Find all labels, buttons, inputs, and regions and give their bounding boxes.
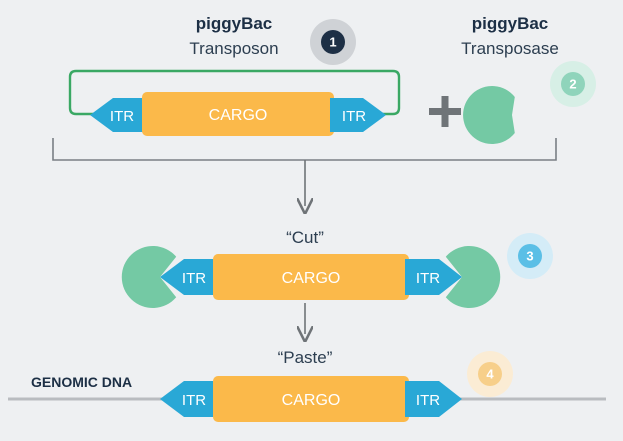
step-badge-4-number: 4	[486, 367, 494, 382]
step-badge-1: 1	[310, 19, 356, 65]
paste-itr-left-shape	[160, 381, 218, 417]
paste-itr-left-label: ITR	[182, 392, 206, 409]
step-badge-2-number: 2	[569, 77, 576, 92]
step-badge-4-inner	[478, 362, 502, 386]
step-badge-3-number: 3	[526, 249, 533, 264]
plus-vertical	[441, 96, 449, 127]
transposon-element: ITR CARGO ITR	[90, 92, 386, 136]
cut-cargo-label: CARGO	[282, 270, 341, 287]
step-badge-2: 2	[550, 61, 596, 107]
transposon-title: Transposon	[189, 39, 278, 58]
cut-label: “Cut”	[286, 228, 324, 247]
transposase-enzyme	[463, 86, 515, 144]
transposase-right-bound	[445, 246, 501, 308]
cut-cargo-box	[213, 254, 409, 300]
inserted-element: ITR CARGO ITR	[160, 376, 462, 422]
cut-itr-right-label: ITR	[416, 270, 440, 287]
plus-sign	[429, 96, 461, 127]
transposase-title-bold: piggyBac	[472, 14, 549, 33]
genomic-dna-label: GENOMIC DNA	[31, 374, 132, 390]
step-badge-4: 4	[467, 351, 513, 397]
step-badge-3-inner	[518, 244, 542, 268]
paste-label: “Paste”	[278, 348, 333, 367]
paste-itr-right-shape	[405, 381, 462, 417]
cut-itr-left-shape	[160, 259, 218, 295]
transposase-left-bound	[121, 246, 177, 308]
vector-loop	[68, 69, 401, 116]
step-badge-3: 3	[507, 233, 553, 279]
step-badge-1-number: 1	[329, 35, 336, 50]
cut-itr-left-label: ITR	[182, 270, 206, 287]
itr-left-label: ITR	[110, 108, 134, 125]
itr-left-shape	[90, 98, 146, 132]
transposon-title-bold: piggyBac	[196, 14, 273, 33]
paste-cargo-label: CARGO	[282, 392, 341, 409]
step-badge-1-inner	[321, 30, 345, 54]
step-badge-2-inner	[561, 72, 585, 96]
itr-right-label: ITR	[342, 108, 366, 125]
transposase-title: Transposase	[461, 39, 559, 58]
paste-itr-right-label: ITR	[416, 392, 440, 409]
cargo-label: CARGO	[209, 107, 268, 124]
cut-itr-right-shape	[405, 259, 462, 295]
cargo-box	[142, 92, 334, 136]
paste-cargo-box	[213, 376, 409, 422]
itr-right-shape	[330, 98, 386, 132]
cut-element: ITR CARGO ITR	[160, 254, 462, 300]
